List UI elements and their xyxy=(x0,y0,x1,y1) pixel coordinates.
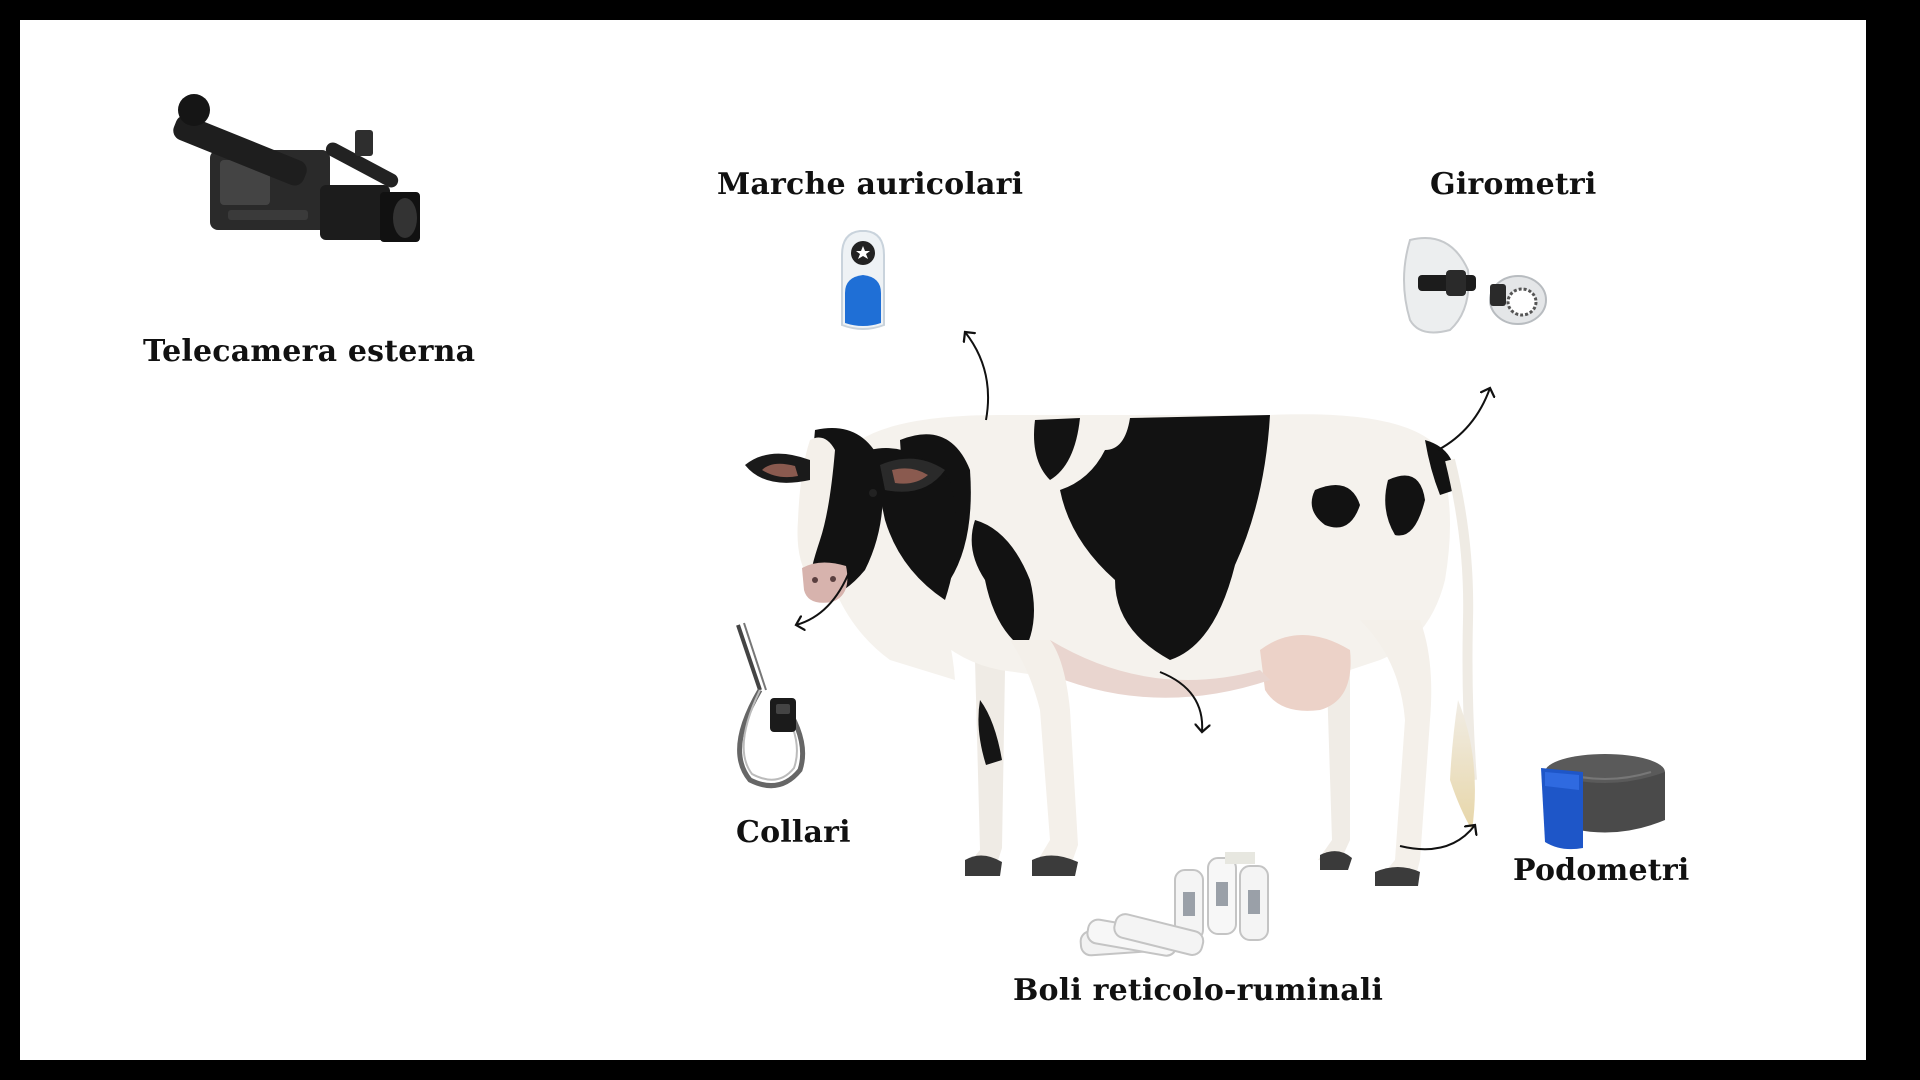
label-camera: Telecamera esterna xyxy=(143,334,476,369)
arrow-boluses xyxy=(1159,671,1202,732)
arrow-pedometers xyxy=(1399,825,1475,851)
collar-icon xyxy=(736,622,806,789)
label-ear-tags: Marche auricolari xyxy=(717,167,1024,202)
label-pedometers: Podometri xyxy=(1513,853,1690,888)
slide: Telecamera esterna Marche auricolari Gir… xyxy=(20,20,1866,1060)
gyrometer-icon xyxy=(1403,237,1547,334)
diagram-art xyxy=(173,94,1665,957)
cow-illustration xyxy=(745,414,1477,886)
arrow-collars xyxy=(796,569,851,625)
label-boluses: Boli reticolo-ruminali xyxy=(1013,973,1384,1008)
ear-tag-icon xyxy=(841,230,885,330)
video-camera-icon xyxy=(173,94,420,242)
bolus-icon xyxy=(1079,852,1269,957)
arrow-gyrometers xyxy=(1437,388,1490,451)
label-gyrometers: Girometri xyxy=(1430,167,1597,202)
arrow-ear-tags xyxy=(965,332,990,421)
pedometer-icon xyxy=(1541,754,1665,850)
label-collars: Collari xyxy=(736,815,851,850)
